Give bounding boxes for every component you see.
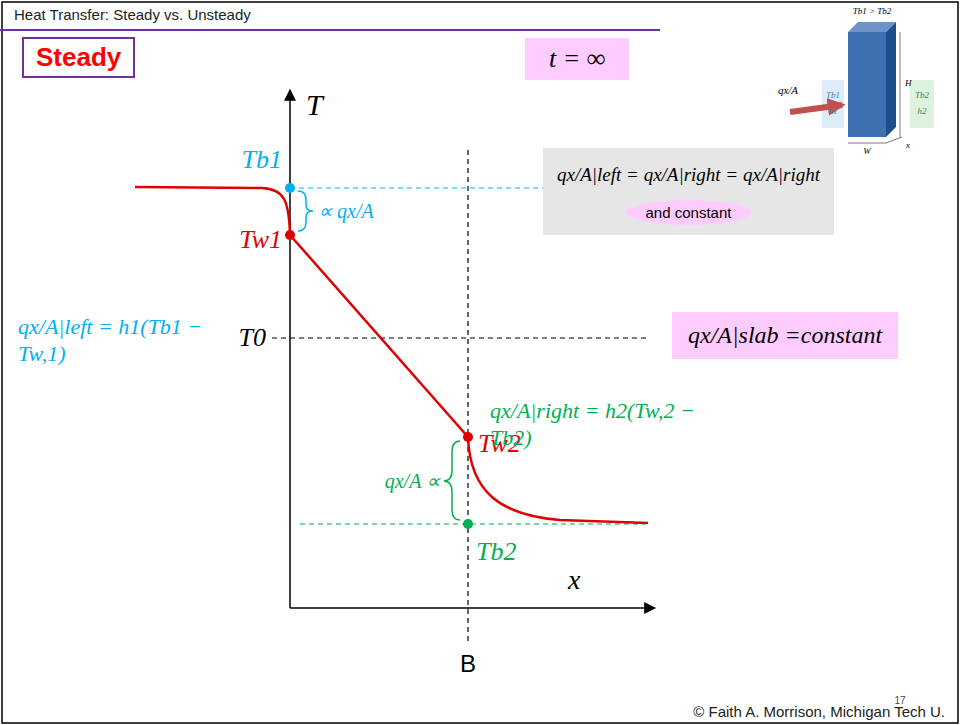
temperature-profile [135, 187, 648, 523]
right-flux-equation: qx/A|right = h2(Tw,2 − Tb2) [490, 397, 725, 452]
bulk-temp-label: Tb1 [242, 146, 282, 175]
wall-line [467, 150, 468, 645]
thickness-label: B [460, 651, 476, 677]
axis-label: T [306, 88, 323, 121]
slab-side [886, 22, 896, 137]
node-text: Steady [36, 42, 121, 73]
inset-coef-label: h2 [918, 107, 927, 117]
left-flux-equation: qx/A|left = h1(Tb1 − Tw,1) [18, 313, 233, 368]
right-brace [444, 441, 460, 520]
wall-temp-label: Tw1 [239, 226, 282, 255]
t-axis [289, 90, 291, 608]
inset-temp-label: Tb2 [915, 91, 929, 101]
proportional-label: ∝ qx/A [318, 200, 374, 222]
inset-note: Tb1 > Tb2 [853, 7, 892, 17]
node-text: and constant [646, 204, 732, 221]
axis-label: x [568, 565, 580, 596]
initial-temp-label: T0 [239, 324, 266, 353]
time-box: t = ∞ [525, 38, 629, 80]
slab-front [848, 32, 886, 137]
title-rule [0, 29, 660, 31]
left-brace [298, 191, 313, 231]
bulk-temp-label: Tb2 [476, 538, 516, 567]
flux-equality-box: qx/A|left = qx/A|right = qx/A|right and c… [543, 148, 834, 235]
inset-temp-label: Tb1 [826, 91, 840, 101]
x-dir [886, 137, 902, 143]
slab-flux-box: qx/A|slab =constant [672, 312, 898, 359]
inset-dim-label: H [905, 79, 912, 89]
inset-coef-label: h1 [829, 107, 838, 117]
node-text: qx/A|slab =constant [688, 322, 882, 349]
tb2-dot [463, 519, 473, 529]
constant-ellipse: and constant [626, 200, 752, 225]
tw1-dot [285, 230, 295, 240]
state-box: Steady [22, 37, 135, 78]
node-text: t = ∞ [549, 44, 605, 74]
inset-dim-label: W [863, 147, 871, 157]
t0-guide [272, 337, 650, 338]
height-dim [900, 32, 901, 137]
tw2-dot [463, 432, 473, 442]
tb1-dot [285, 183, 295, 193]
inset-flux-label: qx/A [778, 84, 798, 96]
copyright: © Faith A. Morrison, Michigan Tech U. [693, 704, 945, 721]
proportional-label: qx/A ∝ [385, 470, 440, 492]
width-dim [848, 143, 886, 144]
slide-title: Heat Transfer: Steady vs. Unsteady [14, 6, 251, 23]
inset-axis-label: x [906, 141, 910, 151]
node-text: qx/A|left = qx/A|right = qx/A|right [557, 164, 820, 186]
x-axis [290, 607, 655, 609]
right-fluid-patch [910, 80, 934, 128]
